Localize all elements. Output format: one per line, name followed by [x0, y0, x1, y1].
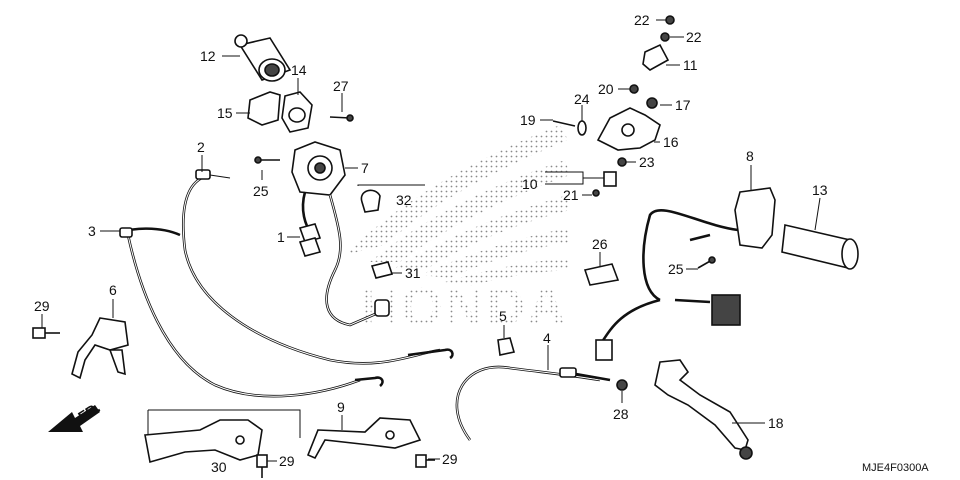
callout-2: 2: [197, 139, 205, 155]
lever-bracket-16-part: [596, 107, 661, 151]
callout-25-left: 25: [253, 183, 269, 199]
clip-5-part: [497, 337, 516, 356]
callout-32: 32: [396, 192, 412, 208]
switch-housing-part: [247, 91, 313, 133]
bolt-29-left-part: [32, 327, 60, 339]
screw-25-right-part: [697, 256, 716, 269]
callout-29-bottom: 29: [279, 453, 295, 469]
washer-24-part: [577, 120, 587, 136]
callout-9: 9: [337, 399, 345, 415]
bracket-6-part: [71, 317, 129, 380]
callout-21: 21: [563, 187, 579, 203]
bracket-9-part: [306, 417, 422, 460]
bolt-17-part: [646, 97, 658, 109]
callout-4: 4: [543, 330, 551, 346]
front-direction-arrow: FR.: [48, 399, 103, 432]
screw-25-left-part: [254, 156, 280, 164]
callout-20: 20: [598, 81, 614, 97]
bolt-29-right-part: [415, 454, 435, 468]
bracket-30-group: [144, 409, 301, 464]
callout-17: 17: [675, 97, 691, 113]
clip-1-part: [298, 223, 322, 257]
screw-23-part: [617, 157, 627, 167]
throttle-housing-part: [291, 141, 390, 327]
return-cable-part: [119, 227, 384, 398]
callout-19: 19: [520, 112, 536, 128]
callout-23: 23: [639, 154, 655, 170]
callout-6: 6: [109, 282, 117, 298]
callout-22-second: 22: [686, 29, 702, 45]
switch-21-part: [592, 171, 617, 197]
screw-27-part: [329, 114, 354, 122]
callout-28: 28: [613, 406, 629, 422]
callout-18: 18: [768, 415, 784, 431]
callout-5: 5: [499, 308, 507, 324]
clutch-cable-part: [455, 365, 611, 441]
callout-16: 16: [663, 134, 679, 150]
throttle-cable-part: [181, 169, 454, 365]
callout-8: 8: [746, 148, 754, 164]
drawing-code: MJE4F0300A: [862, 462, 929, 474]
bar-end-weight-26-part: [583, 263, 620, 286]
callout-26: 26: [592, 236, 608, 252]
clutch-lever-part: [654, 359, 753, 460]
callout-10: 10: [522, 176, 538, 192]
callout-13: 13: [812, 182, 828, 198]
callout-24: 24: [574, 91, 590, 107]
callout-3: 3: [88, 223, 96, 239]
honda-wing-watermark: HONDA: [345, 125, 570, 337]
callout-29-left: 29: [34, 298, 50, 314]
callout-1: 1: [277, 229, 285, 245]
callout-27: 27: [333, 78, 349, 94]
switch-housing-8-part: [595, 187, 776, 361]
callout-labels: 12 14 27 15 2 7 25 32 3 1 31 6 29 5 4 9 …: [34, 12, 828, 475]
callout-7: 7: [361, 160, 369, 176]
callout-30: 30: [211, 459, 227, 475]
clamp-32-part: [360, 189, 381, 213]
screw-20-part: [629, 84, 639, 94]
clamp-11-part: [642, 43, 670, 71]
bolt-29-bottom-part: [256, 454, 268, 478]
screw-22-part: [660, 15, 675, 42]
brand-watermark-text: HONDA: [360, 277, 568, 337]
throttle-grip-part: [234, 34, 292, 82]
clip-31-part: [370, 261, 394, 279]
callout-29-right: 29: [442, 451, 458, 467]
callout-11: 11: [683, 57, 698, 73]
callout-15: 15: [217, 105, 233, 121]
grip-13-part: [781, 224, 859, 270]
callout-22-top: 22: [634, 12, 650, 28]
bolt-19-part: [552, 120, 576, 127]
callout-12: 12: [200, 48, 216, 64]
nut-28-part: [616, 379, 628, 391]
callout-25-right: 25: [668, 261, 684, 277]
leader-lines: [41, 19, 821, 462]
callout-14: 14: [291, 62, 307, 78]
callout-31: 31: [405, 265, 421, 281]
